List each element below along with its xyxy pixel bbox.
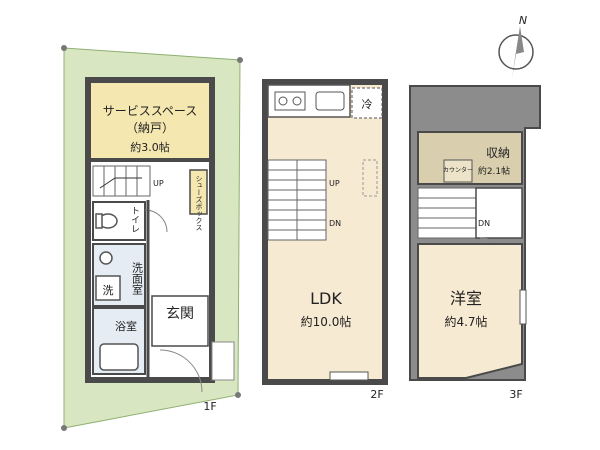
toilet-label: トイレ bbox=[129, 206, 140, 233]
storage-size: 約2.1帖 bbox=[478, 165, 510, 177]
compass-north-label: N bbox=[519, 14, 527, 27]
ldk-size: 約10.0帖 bbox=[301, 314, 352, 329]
shoe-box-label: シューズボックス bbox=[195, 175, 203, 231]
entrance-label: 玄関 bbox=[166, 305, 194, 322]
service-space-label: サービススペース bbox=[103, 104, 198, 118]
floor-3f-label: 3F bbox=[509, 388, 522, 401]
compass-icon bbox=[498, 26, 534, 78]
washer-label: 洗 bbox=[103, 284, 114, 297]
entrance-area bbox=[151, 295, 209, 347]
western-room-label: 洋室 bbox=[450, 289, 482, 308]
service-space-room bbox=[91, 83, 209, 160]
stair-1f bbox=[92, 165, 151, 197]
bath-label: 浴室 bbox=[115, 319, 137, 333]
washroom-label: 洗面室 bbox=[131, 262, 144, 295]
stair-1f-up: UP bbox=[153, 179, 164, 188]
stair-3f bbox=[417, 187, 477, 239]
storage-label: 収納 bbox=[486, 146, 510, 160]
floor-3f bbox=[409, 85, 541, 381]
stair-2f-up: UP bbox=[329, 179, 340, 188]
western-room bbox=[417, 243, 523, 379]
fridge bbox=[351, 87, 383, 119]
floor-1f-label: 1F bbox=[203, 400, 216, 413]
stair-2f-dn: DN bbox=[329, 219, 341, 228]
service-space-sub: （納戸） bbox=[126, 121, 174, 135]
floor-2f-label: 2F bbox=[370, 388, 383, 401]
ldk-label: LDK bbox=[310, 289, 342, 308]
floor-2f bbox=[262, 79, 388, 385]
western-room-size: 約4.7帖 bbox=[444, 314, 487, 329]
counter-label: カウンター bbox=[443, 166, 473, 174]
fridge-label: 冷 bbox=[362, 98, 373, 111]
shoe-box bbox=[189, 169, 208, 215]
stair-3f-dn: DN bbox=[478, 219, 490, 228]
service-space-size: 約3.0帖 bbox=[130, 140, 170, 154]
floor-1f bbox=[61, 45, 243, 431]
stair-2f bbox=[267, 159, 327, 241]
toilet-room bbox=[92, 201, 146, 241]
